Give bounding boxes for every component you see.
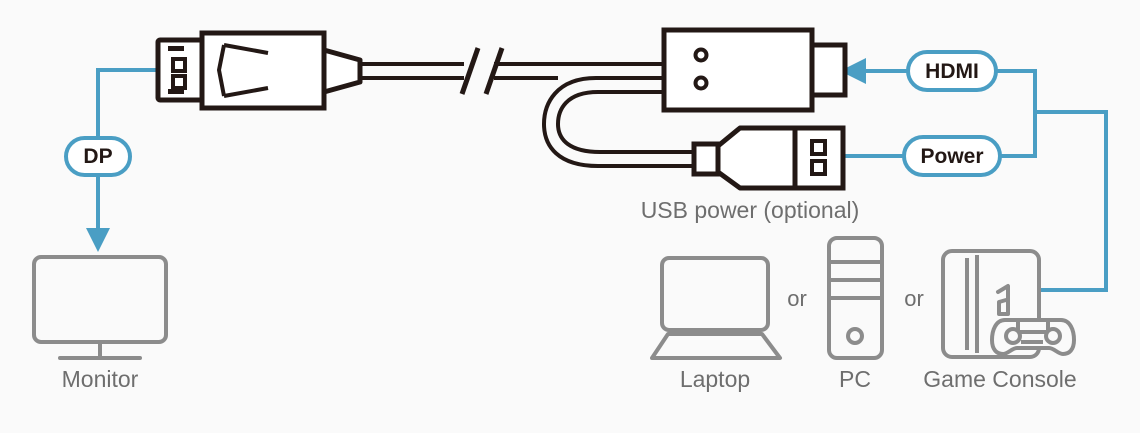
main-cable [360,62,665,80]
arrow-down-icon [86,228,110,252]
dp-route-upper [96,68,158,137]
pc-label: PC [839,366,871,392]
power-pill-text: Power [920,145,983,168]
displayport-plug-icon [155,30,363,111]
or-separator-first: or [787,286,807,311]
usb-branch-cable [541,76,702,168]
laptop-icon [650,256,782,360]
usb-a-plug-icon [691,125,846,191]
cable-break-icon [459,47,505,95]
arrow-left-icon [840,58,866,84]
monitor-icon [32,255,168,360]
hdmi-pill-label[interactable]: HDMI [906,50,998,92]
game-console-label: Game Console [923,366,1076,392]
signal-routing-lines [96,68,1108,292]
dp-pill-text: DP [83,145,112,168]
hdmi-adapter-icon [661,27,848,113]
power-route-to-bus [998,112,1037,158]
monitor-label: Monitor [62,366,139,392]
device-bus-route [1035,110,1108,292]
or-separator-second: or [904,286,924,311]
laptop-label: Laptop [680,366,750,392]
game-console-icon [941,249,1076,359]
hdmi-route-to-bus [994,69,1037,112]
dp-pill-label[interactable]: DP [64,136,132,177]
usb-power-label: USB power (optional) [641,197,860,223]
hdmi-pill-text: HDMI [925,60,979,83]
power-pill-label[interactable]: Power [902,135,1002,177]
pc-tower-icon [827,236,884,360]
